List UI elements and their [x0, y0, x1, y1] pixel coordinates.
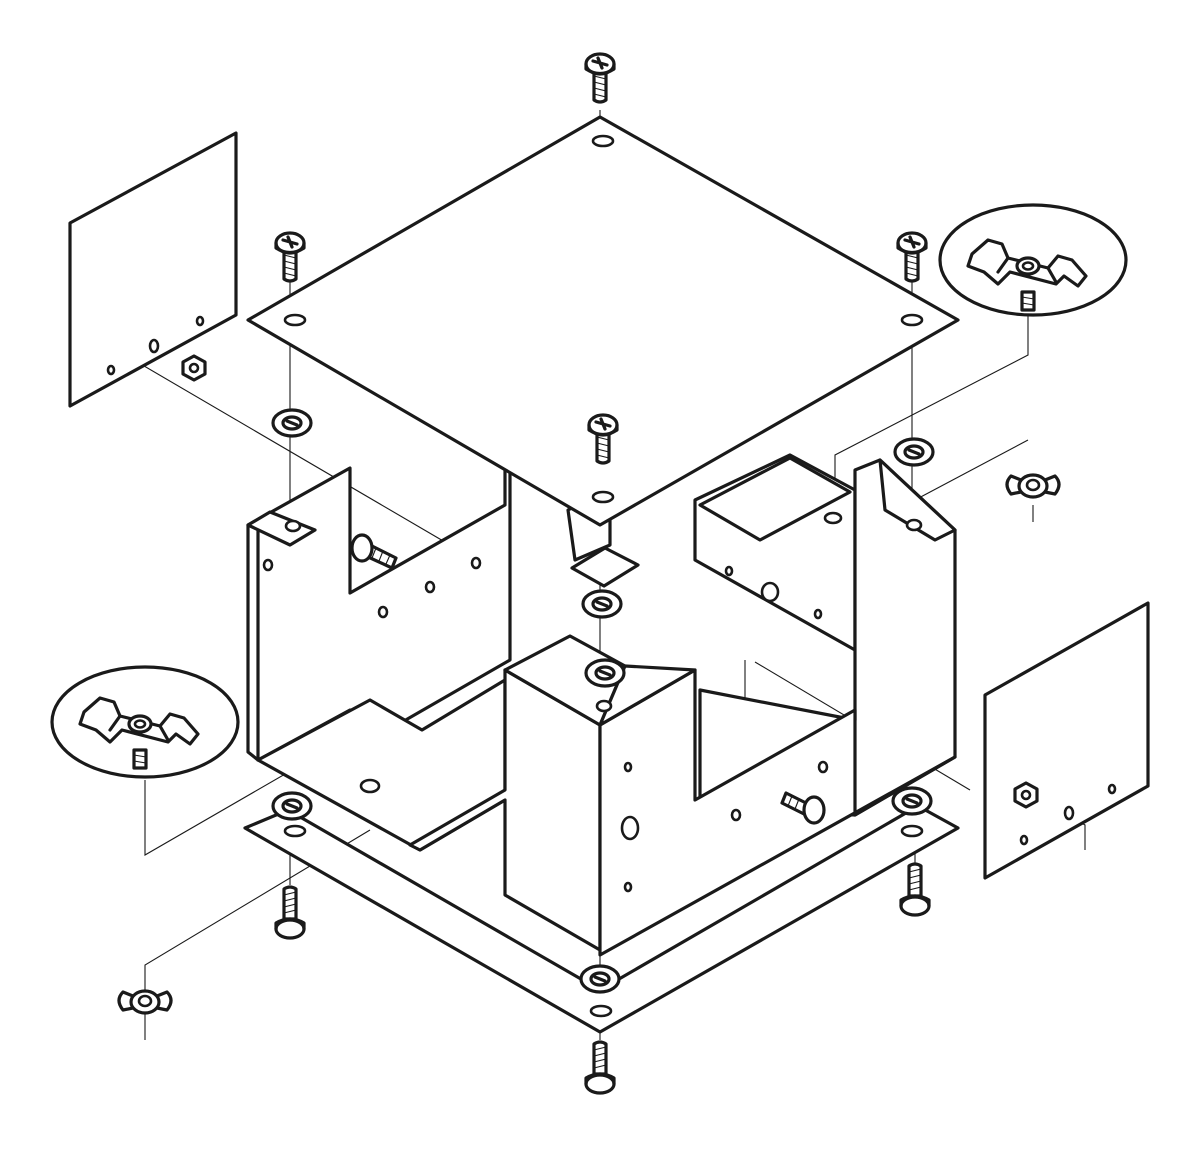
screw-top-center — [584, 52, 616, 104]
hex-nut-left — [181, 354, 207, 382]
left-side-panel — [68, 131, 238, 408]
frame-left-wall — [246, 466, 512, 762]
screw-bottom-left — [274, 885, 306, 940]
washer-center-upper — [581, 589, 623, 619]
wing-nut-right — [1005, 473, 1061, 499]
frame-front-wall — [256, 634, 957, 957]
frame-right-wall — [693, 453, 957, 817]
washer-upper-right — [893, 437, 935, 467]
side-screw-left — [350, 533, 398, 570]
side-screw-right — [780, 791, 826, 825]
clip-nut-detail-right — [938, 203, 1128, 317]
screw-top-left — [274, 231, 306, 283]
wing-nut-left — [117, 989, 173, 1015]
washer-center-lower — [584, 658, 626, 688]
washer-lower-left — [271, 791, 313, 821]
washer-lower-front — [579, 964, 621, 994]
washer-lower-right — [891, 786, 933, 816]
washer-upper-left — [271, 408, 313, 438]
clip-nut-detail-left — [50, 665, 240, 779]
screw-bottom-right — [899, 862, 931, 917]
screw-top-right — [896, 231, 928, 283]
top-plate — [246, 115, 960, 527]
screw-bottom-front — [584, 1040, 616, 1095]
hex-nut-right — [1013, 781, 1039, 809]
right-side-panel — [983, 601, 1150, 880]
